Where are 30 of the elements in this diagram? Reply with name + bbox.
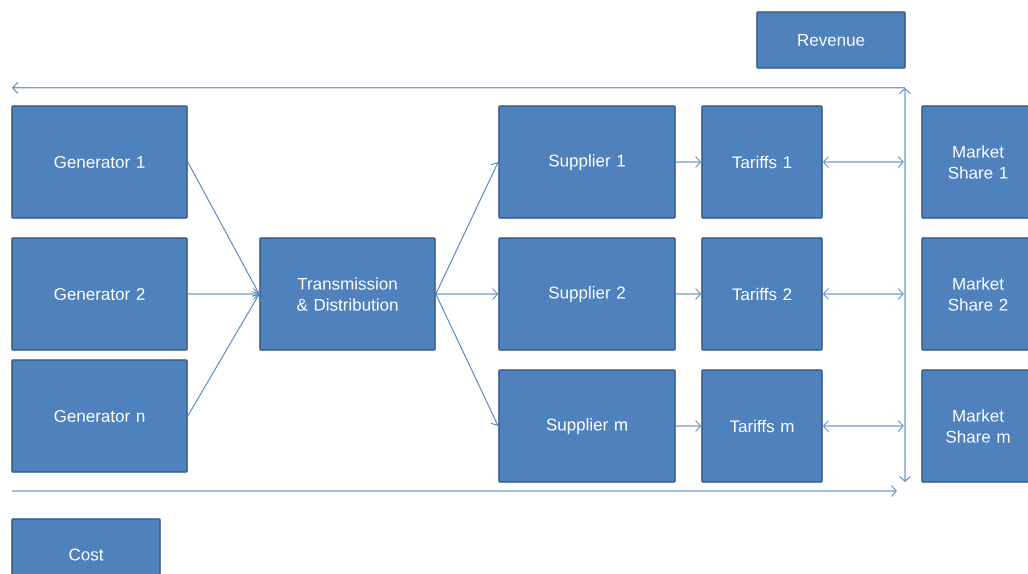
arrow: [187, 294, 262, 417]
arrow: [675, 288, 702, 300]
arrow: [187, 288, 260, 300]
arrow: [675, 156, 702, 168]
arrow: [675, 420, 702, 432]
arrow: [435, 293, 502, 426]
arrow: [12, 81, 906, 94]
process-box: Generator 2: [11, 237, 188, 351]
process-box: Supplier m: [498, 369, 676, 483]
arrow: [823, 420, 904, 432]
process-box: Market Share 1: [921, 105, 1028, 219]
process-box: Tariffs 2: [701, 237, 823, 351]
process-box: Tariffs m: [701, 369, 823, 483]
process-box: Generator 1: [11, 105, 188, 219]
process-box: Supplier 1: [498, 105, 676, 219]
process-box: Market Share m: [921, 369, 1028, 483]
process-box: Tariffs 1: [701, 105, 823, 219]
arrow: [823, 156, 904, 168]
process-box: Market Share 2: [921, 237, 1028, 351]
arrow: [823, 288, 904, 300]
arrow: [435, 288, 499, 300]
arrow: [187, 161, 262, 294]
process-box: Revenue: [756, 11, 906, 69]
process-box: Generator n: [11, 359, 188, 473]
double-arrow: [899, 88, 911, 482]
arrow: [11, 485, 897, 497]
process-box: Cost: [11, 518, 161, 574]
arrow: [435, 162, 502, 295]
process-box: Transmission & Distribution: [259, 237, 436, 351]
process-box: Supplier 2: [498, 237, 676, 351]
